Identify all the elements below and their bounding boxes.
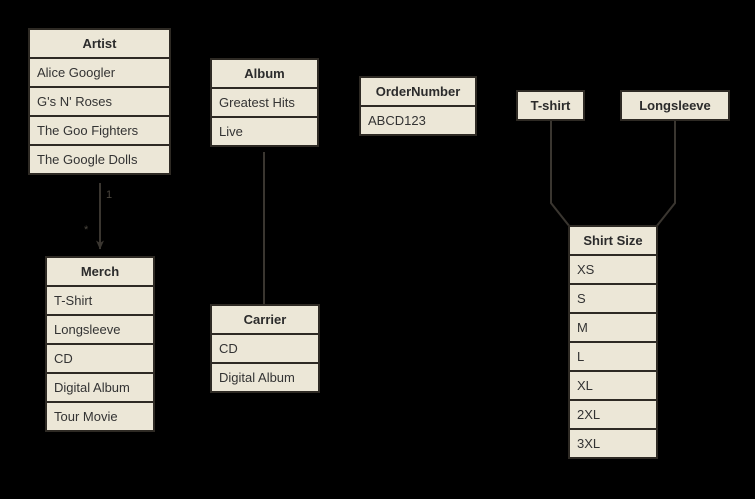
entity-ordernumber-title: OrderNumber: [361, 78, 475, 105]
entity-album-row[interactable]: Greatest Hits: [212, 89, 317, 116]
entity-carrier-row[interactable]: CD: [212, 335, 318, 362]
edge-label-artist-merch-many: *: [84, 224, 89, 236]
entity-shirtsize-row[interactable]: M: [570, 314, 656, 341]
entity-shirtsize-row[interactable]: XL: [570, 372, 656, 399]
entity-shirtsize-row[interactable]: S: [570, 285, 656, 312]
entity-longsleeve-title: Longsleeve: [622, 92, 728, 119]
entity-artist-row[interactable]: The Google Dolls: [30, 146, 169, 173]
entity-shirtsize-row[interactable]: L: [570, 343, 656, 370]
entity-merch-row[interactable]: Digital Album: [47, 374, 153, 401]
entity-artist-row[interactable]: The Goo Fighters: [30, 117, 169, 144]
entity-tshirt[interactable]: T-shirt: [516, 90, 585, 121]
entity-artist-title: Artist: [30, 30, 169, 57]
entity-artist-row[interactable]: Alice Googler: [30, 59, 169, 86]
edge-longsleeve-to-shirtsize: [655, 120, 676, 253]
entity-tshirt-title: T-shirt: [518, 92, 583, 119]
entity-carrier-row[interactable]: Digital Album: [212, 364, 318, 391]
entity-merch-row[interactable]: T-Shirt: [47, 287, 153, 314]
entity-shirtsize-row[interactable]: XS: [570, 256, 656, 283]
entity-ordernumber-row[interactable]: ABCD123: [361, 107, 475, 134]
entity-album-row[interactable]: Live: [212, 118, 317, 145]
entity-album-title: Album: [212, 60, 317, 87]
entity-merch-row[interactable]: Longsleeve: [47, 316, 153, 343]
entity-carrier-title: Carrier: [212, 306, 318, 333]
entity-shirtsize-title: Shirt Size: [570, 227, 656, 254]
entity-merch-row[interactable]: Tour Movie: [47, 403, 153, 430]
entity-shirtsize-row[interactable]: 2XL: [570, 401, 656, 428]
entity-merch-row[interactable]: CD: [47, 345, 153, 372]
entity-artist-row[interactable]: G's N' Roses: [30, 88, 169, 115]
entity-shirtsize-row[interactable]: 3XL: [570, 430, 656, 457]
entity-longsleeve[interactable]: Longsleeve: [620, 90, 730, 121]
entity-merch-title: Merch: [47, 258, 153, 285]
edge-label-artist-merch-one: 1: [106, 189, 113, 201]
